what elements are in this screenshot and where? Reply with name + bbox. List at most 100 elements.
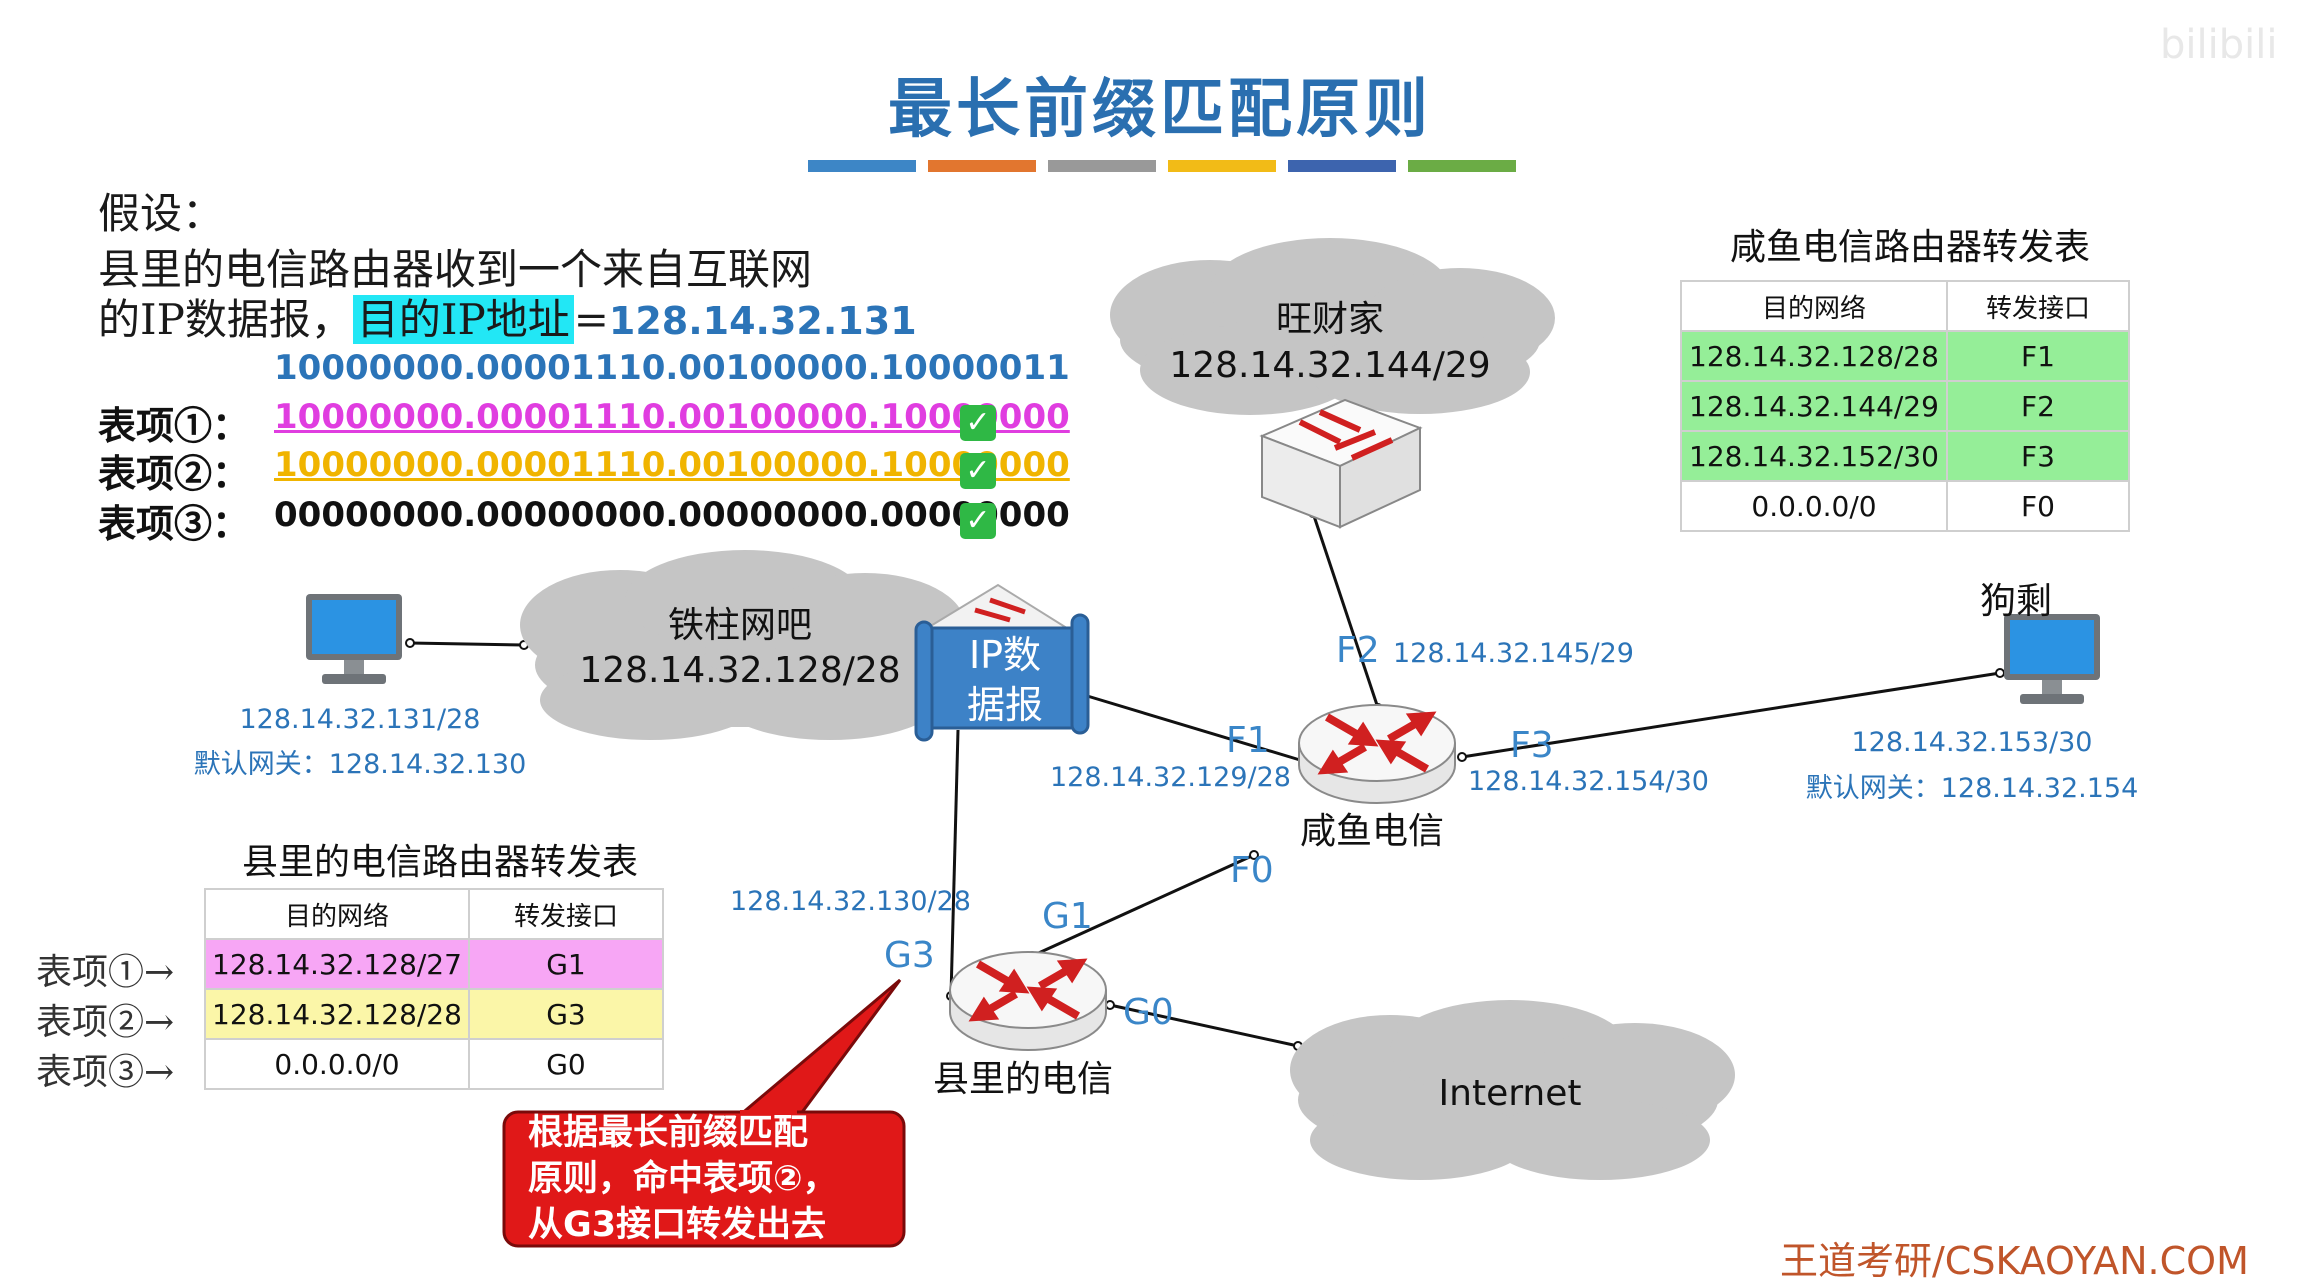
color-bar-segment [928, 160, 1036, 172]
check-icon: ✓ [960, 405, 996, 441]
link-xianyu-county [1031, 853, 1255, 958]
left-host-gw: 默认网关：128.14.32.130 [193, 749, 527, 780]
xianyu-f1-addr: 128.14.32.129/28 [1050, 762, 1291, 793]
county-router-name: 县里的电信 [933, 1059, 1114, 1100]
check-icon: ✓ [960, 453, 996, 489]
county-if-g0: G0 [1123, 992, 1174, 1033]
xianyu-if-f2: F2 [1336, 630, 1380, 671]
link-county-internet [1109, 1003, 1299, 1048]
wangcai-name: 旺财家 [1275, 299, 1384, 340]
dest-network-cell: 128.14.32.144/29 [1680, 380, 1948, 432]
left-host-ip: 128.14.32.131/28 [239, 704, 481, 735]
check-icon: ✓ [960, 503, 996, 539]
entry-binary: 10000000.00001110.00100000.10000000 [274, 397, 1070, 437]
county-col-dest: 目的网络 [204, 888, 470, 940]
internet-name: Internet [1438, 1073, 1582, 1114]
color-bar-segment [1048, 160, 1156, 172]
intro-line3-prefix: 的IP数据报， [98, 295, 353, 344]
xianyu-if-f0: F0 [1230, 850, 1274, 891]
right-host-gw: 默认网关：128.14.32.154 [1805, 773, 2139, 804]
router-county-icon [950, 952, 1106, 1050]
xianyu-router-name: 咸鱼电信 [1300, 811, 1445, 852]
county-col-if: 转发接口 [468, 888, 664, 940]
router-xianyu-icon [1299, 705, 1455, 803]
dest-ip-value: 128.14.32.131 [608, 299, 917, 343]
intro-eq: = [573, 295, 609, 344]
interface-cell: G1 [468, 938, 664, 990]
interface-cell: F1 [1946, 330, 2130, 382]
county-if-g1: G1 [1042, 896, 1093, 937]
dest-network-cell: 0.0.0.0/0 [1680, 480, 1948, 532]
callout-text: 根据最长前缀匹配 原则，命中表项②， 从G3接口转发出去 [528, 1110, 838, 1248]
bilibili-watermark: bilibili [2160, 22, 2278, 68]
goushen-name: 狗剩 [1980, 581, 2053, 622]
tiezhu-name: 铁柱网吧 [667, 605, 812, 646]
xianyu-col-if: 转发接口 [1946, 280, 2130, 332]
entry-label: 表项③： [98, 501, 251, 546]
page-title: 最长前缀匹配原则 [888, 73, 1432, 147]
callout-line3: 从G3接口转发出去 [528, 1205, 827, 1245]
interface-cell: F3 [1946, 430, 2130, 482]
callout-pointer [735, 978, 902, 1117]
dest-ip-highlight: 目的IP地址 [352, 295, 574, 344]
county-g3-addr: 128.14.32.130/28 [730, 886, 971, 917]
right-host-ip: 128.14.32.153/30 [1851, 727, 2093, 758]
xianyu-table-title: 咸鱼电信路由器转发表 [1729, 227, 2090, 268]
dest-network-cell: 128.14.32.128/27 [204, 938, 470, 990]
dest-network-cell: 0.0.0.0/0 [204, 1038, 470, 1090]
link-xianyu-goushen [1461, 671, 2001, 759]
cloud-internet [1290, 1000, 1735, 1180]
county-table-title: 县里的电信路由器转发表 [241, 842, 638, 883]
ip-packet-label: IP数 据报 [935, 630, 1075, 730]
xianyu-f2-addr: 128.14.32.145/29 [1393, 638, 1634, 669]
link-host-tiezhu [409, 641, 525, 647]
color-bar-segment [1168, 160, 1276, 172]
callout-line2: 原则，命中表项②， [528, 1159, 838, 1199]
dest-binary: 10000000.00001110.00100000.10000011 [274, 348, 1070, 388]
xianyu-if-f3: F3 [1510, 725, 1554, 766]
packet-line2: 据报 [966, 683, 1043, 727]
wangcai-net: 128.14.32.144/29 [1169, 345, 1491, 386]
callout-box [502, 1110, 906, 1248]
color-bar-segment [808, 160, 916, 172]
color-bar-segment [1408, 160, 1516, 172]
intro-line1: 假设： [98, 189, 225, 238]
callout-line1: 根据最长前缀匹配 [528, 1113, 809, 1153]
intro-line2: 县里的电信路由器收到一个来自互联网 [98, 245, 813, 294]
row-label: 表项①→ [36, 952, 175, 993]
entry-binary: 00000000.00000000.00000000.00000000 [274, 495, 1070, 535]
interface-cell: G0 [468, 1038, 664, 1090]
interface-cell: F0 [1946, 480, 2130, 532]
xianyu-if-f1: F1 [1226, 720, 1270, 761]
link-tiezhu-xianyu [1083, 693, 1301, 762]
tiezhu-net: 128.14.32.128/28 [579, 650, 901, 691]
switch-icon [1259, 398, 1423, 529]
link-tiezhu-county [949, 729, 960, 997]
xianyu-f3-addr: 128.14.32.154/30 [1468, 766, 1709, 797]
dest-network-cell: 128.14.32.152/30 [1680, 430, 1948, 482]
link-switch-xianyu [1311, 512, 1380, 709]
cloud-wangcai [1110, 238, 1555, 415]
row-label: 表项②→ [36, 1002, 175, 1043]
entry-label: 表项②： [98, 451, 251, 496]
entry-binary: 10000000.00001110.00100000.10000000 [274, 445, 1070, 485]
title-color-bar [808, 160, 1518, 172]
pc-right-icon [2004, 614, 2100, 704]
entry-label: 表项①： [98, 403, 251, 448]
footer-brand: 王道考研/CSKAOYAN.COM [1780, 1239, 2249, 1283]
xianyu-col-dest: 目的网络 [1680, 280, 1948, 332]
interface-cell: F2 [1946, 380, 2130, 432]
pc-left-icon [306, 594, 402, 684]
ip-packet-icon [914, 583, 1090, 742]
dest-network-cell: 128.14.32.128/28 [204, 988, 470, 1040]
interface-cell: G3 [468, 988, 664, 1040]
intro-line3: 的IP数据报，目的IP地址=128.14.32.131 [98, 286, 917, 347]
